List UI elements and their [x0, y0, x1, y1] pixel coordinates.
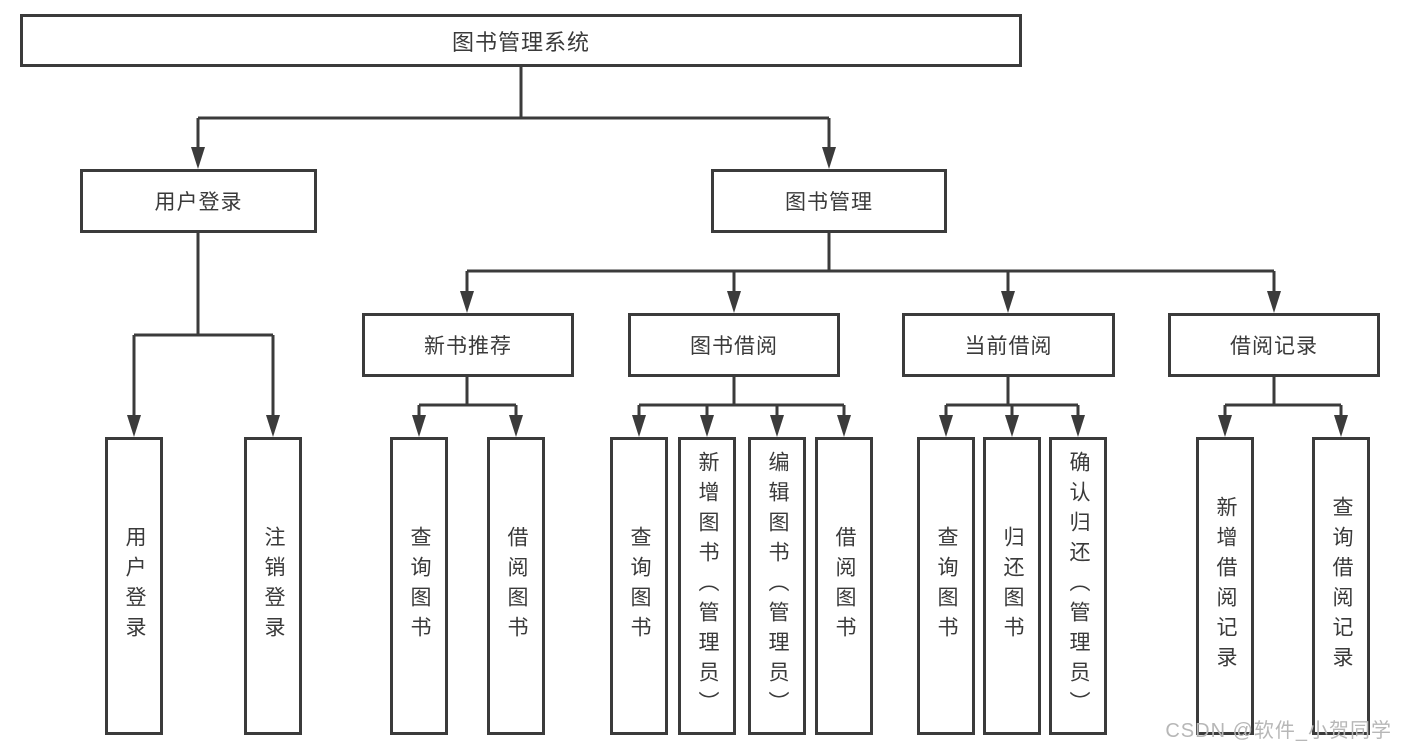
- node-borrowing-records: 借阅记录: [1168, 313, 1380, 377]
- leaf-return-books: 归还图书: [983, 437, 1041, 735]
- arrow-down-icon: [1071, 415, 1085, 437]
- arrow-down-icon: [1001, 291, 1015, 313]
- leaf-query-books-current: 查询图书: [917, 437, 975, 735]
- node-root: 图书管理系统: [20, 14, 1022, 67]
- leaf-borrow-books-borrowing: 借阅图书: [815, 437, 873, 735]
- arrow-down-icon: [1218, 415, 1232, 437]
- leaf-add-borrow-record: 新增借阅记录: [1196, 437, 1254, 735]
- arrow-down-icon: [632, 415, 646, 437]
- arrow-down-icon: [822, 147, 836, 169]
- leaf-query-books-recommend: 查询图书: [390, 437, 448, 735]
- node-new-book-recommend: 新书推荐: [362, 313, 574, 377]
- node-book-borrowing: 图书借阅: [628, 313, 840, 377]
- arrow-down-icon: [1005, 415, 1019, 437]
- arrow-down-icon: [1334, 415, 1348, 437]
- node-current-borrowing: 当前借阅: [902, 313, 1115, 377]
- arrow-down-icon: [939, 415, 953, 437]
- arrow-down-icon: [460, 291, 474, 313]
- node-user-login: 用户登录: [80, 169, 317, 233]
- leaf-query-books-borrowing: 查询图书: [610, 437, 668, 735]
- leaf-borrow-books-recommend: 借阅图书: [487, 437, 545, 735]
- arrow-down-icon: [837, 415, 851, 437]
- arrow-down-icon: [266, 415, 280, 437]
- arrow-down-icon: [127, 415, 141, 437]
- node-book-management: 图书管理: [711, 169, 947, 233]
- watermark: CSDN @软件_小贺同学: [1165, 720, 1392, 742]
- leaf-query-borrow-record: 查询借阅记录: [1312, 437, 1370, 735]
- leaf-add-book-admin: 新增图书（管理员）: [678, 437, 736, 735]
- leaf-confirm-return-admin: 确认归还（管理员）: [1049, 437, 1107, 735]
- arrow-down-icon: [412, 415, 426, 437]
- leaf-edit-book-admin: 编辑图书（管理员）: [748, 437, 806, 735]
- arrow-down-icon: [770, 415, 784, 437]
- arrow-down-icon: [700, 415, 714, 437]
- leaf-logout: 注销登录: [244, 437, 302, 735]
- arrow-down-icon: [191, 147, 205, 169]
- arrow-down-icon: [727, 291, 741, 313]
- arrow-down-icon: [1267, 291, 1281, 313]
- leaf-user-login: 用户登录: [105, 437, 163, 735]
- arrow-down-icon: [509, 415, 523, 437]
